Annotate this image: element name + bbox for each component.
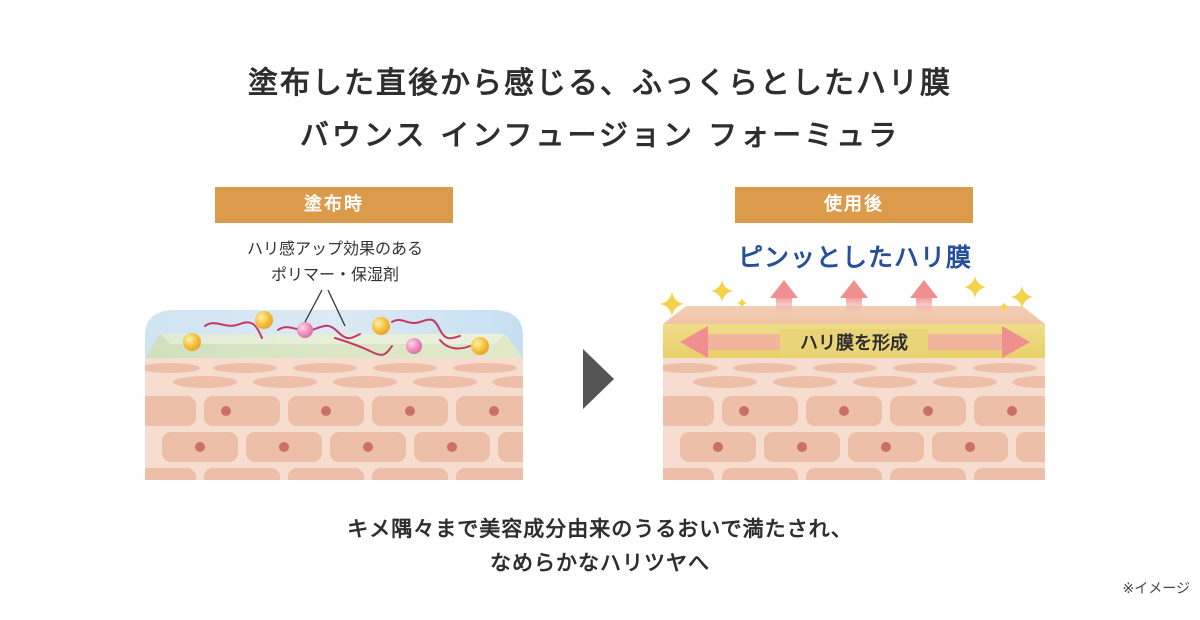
image-note: ※イメージ — [1122, 581, 1190, 597]
before-skin-cells — [145, 358, 523, 480]
sparkle-icon — [1011, 286, 1033, 308]
transition-arrow — [583, 349, 614, 409]
orange-particle — [471, 337, 489, 355]
orange-particle — [255, 311, 273, 329]
sparkle-icon — [711, 280, 733, 302]
after-skin-illustration: ハリ膜を形成 — [660, 276, 1045, 480]
skin-surface-bevel — [663, 306, 1045, 324]
film-spread-arrow — [680, 326, 1030, 358]
sparkles — [660, 276, 1033, 316]
polymer-strands — [204, 318, 471, 356]
pink-particle — [297, 322, 313, 338]
sparkle-icon — [737, 298, 747, 308]
caption-line2: なめらかなハリツヤへ — [490, 551, 710, 575]
before-label-badge: 塗布時 — [215, 187, 453, 223]
up-arrow — [840, 280, 868, 314]
polymer-callout-line1: ハリ感アップ効果のある — [246, 239, 423, 258]
sparkle-icon — [660, 292, 684, 316]
sparkle-icon — [964, 276, 986, 298]
green-skin-surface — [145, 334, 523, 358]
lift-arrows — [770, 280, 938, 314]
before-skin-illustration — [145, 289, 523, 480]
pink-particle — [406, 338, 422, 354]
orange-particle — [372, 317, 390, 335]
up-arrow — [910, 280, 938, 314]
up-arrow — [770, 280, 798, 314]
headline-line2: バウンス インフュージョン フォーミュラ — [299, 118, 901, 152]
moisturizer-particles — [183, 311, 489, 355]
after-label-badge: 使用後 — [735, 187, 973, 223]
orange-particle — [183, 333, 201, 351]
headline-line1: 塗布した直後から感じる、ふっくらとしたハリ膜 — [248, 66, 952, 101]
firm-film-title: ピンッとしたハリ膜 — [737, 243, 972, 272]
caption-line1: キメ隅々まで美容成分由来のうるおいで満たされ、 — [347, 517, 853, 541]
polymer-callout: ハリ感アップ効果のある ポリマー・保湿剤 — [210, 236, 460, 288]
film-label: ハリ膜を形成 — [800, 332, 908, 354]
bottom-caption: キメ隅々まで美容成分由来のうるおいで満たされ、 なめらかなハリツヤへ — [0, 512, 1200, 580]
polymer-callout-line2: ポリマー・保湿剤 — [270, 265, 399, 284]
after-skin-cells — [663, 358, 1045, 480]
sparkle-icon — [999, 302, 1009, 312]
callout-lines — [304, 289, 346, 327]
